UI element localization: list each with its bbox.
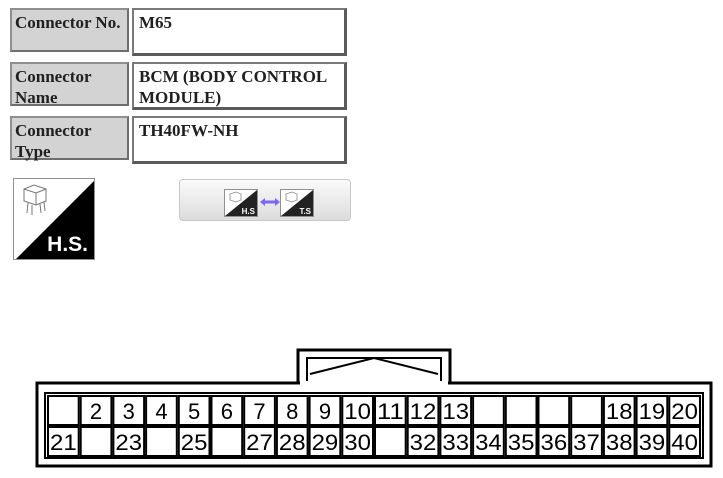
pin-number-label: 10 xyxy=(344,399,371,424)
pin-cavity xyxy=(177,395,211,426)
pin-cavity xyxy=(243,395,276,426)
pin-cavity xyxy=(47,426,80,457)
pin-number-label: 9 xyxy=(319,399,331,424)
pin-number-label: 18 xyxy=(606,399,633,424)
pin-cavity xyxy=(243,426,276,457)
pin-number-label: 40 xyxy=(671,430,698,455)
pin-cavity xyxy=(406,426,440,457)
pin-cavity xyxy=(668,426,701,457)
pin-cavity xyxy=(112,426,146,457)
ts-mini-label: T.S xyxy=(299,207,311,216)
connector-name-row: Connector Name BCM (BODY CONTROL MODULE) xyxy=(10,62,347,112)
pin-number-label: 6 xyxy=(221,399,233,424)
pin-cavity xyxy=(537,426,571,457)
pin-cavity xyxy=(275,426,309,457)
pin-cavity xyxy=(570,426,603,457)
hs-ts-view-toggle-button[interactable]: H.S T.S xyxy=(179,179,351,221)
hs-icon-label: H.S. xyxy=(47,233,88,256)
swap-arrow-icon xyxy=(260,198,280,206)
connector-type-value: TH40FW-NH xyxy=(132,116,347,164)
pin-cavity xyxy=(635,395,669,426)
pin-number-label: 4 xyxy=(155,399,167,424)
ts-mini-icon: T.S xyxy=(280,189,314,217)
pin-cavity xyxy=(504,426,538,457)
pin-cavity xyxy=(47,395,80,426)
pin-number-label: 28 xyxy=(279,430,306,455)
pin-number-label: 19 xyxy=(639,399,666,424)
connector-name-value: BCM (BODY CONTROL MODULE) xyxy=(132,62,347,110)
pin-cavity xyxy=(439,395,473,426)
pin-number-label: 3 xyxy=(123,399,135,424)
connector-type-row: Connector Type TH40FW-NH xyxy=(10,116,347,166)
connector-type-label: Connector Type xyxy=(10,116,129,161)
pin-cavity xyxy=(537,395,571,426)
pin-number-label: 5 xyxy=(188,399,200,424)
pin-cavity xyxy=(472,395,505,426)
pin-number-label: 32 xyxy=(410,430,437,455)
pin-cavity xyxy=(112,395,146,426)
pin-cavity xyxy=(504,395,538,426)
hs-mini-label: H.S xyxy=(241,207,255,216)
pin-number-label: 30 xyxy=(344,430,371,455)
pin-cavity xyxy=(341,395,374,426)
pin-cavity xyxy=(145,395,178,426)
connector-name-label: Connector Name xyxy=(10,62,129,107)
pin-cavity xyxy=(374,395,407,426)
pin-number-label: 34 xyxy=(475,430,502,455)
pin-number-label: 11 xyxy=(377,399,404,424)
pin-cavity xyxy=(145,426,178,457)
connector-latch xyxy=(296,348,452,388)
pin-number-label: 12 xyxy=(410,399,437,424)
pin-number-label: 37 xyxy=(573,430,600,455)
connector-no-value: M65 xyxy=(132,8,347,56)
hs-mini-icon: H.S xyxy=(224,189,258,217)
connector-info-table: Connector No. M65 Connector Name BCM (BO… xyxy=(10,8,347,170)
pin-cavity xyxy=(570,395,603,426)
pin-number-label: 35 xyxy=(508,430,535,455)
pin-number-label: 33 xyxy=(442,430,469,455)
pin-cavity xyxy=(635,426,669,457)
pin-number-label: 23 xyxy=(115,430,142,455)
pin-number-label: 29 xyxy=(312,430,339,455)
pin-cavity xyxy=(79,395,113,426)
pin-number-label: 13 xyxy=(442,399,469,424)
pin-cavity xyxy=(177,426,211,457)
pin-cavity xyxy=(308,395,342,426)
pin-cavity xyxy=(439,426,473,457)
pin-cavity xyxy=(406,395,440,426)
pin-cavity xyxy=(210,395,244,426)
pin-cavity xyxy=(602,395,636,426)
pin-number-label: 20 xyxy=(671,399,698,424)
pin-cavity xyxy=(275,395,309,426)
pin-cavity xyxy=(668,395,701,426)
pin-number-label: 25 xyxy=(181,430,208,455)
harness-side-icon: H.S. xyxy=(13,178,95,260)
pin-cavity xyxy=(602,426,636,457)
pin-number-label: 38 xyxy=(606,430,633,455)
connector-no-label: Connector No. xyxy=(10,8,129,52)
pin-cavity xyxy=(341,426,374,457)
pin-number-label: 39 xyxy=(639,430,666,455)
hs-icon-graphic xyxy=(16,181,94,259)
pin-cavity xyxy=(210,426,244,457)
pin-number-label: 7 xyxy=(253,399,265,424)
pin-cavity xyxy=(79,426,113,457)
pin-cavity xyxy=(374,426,407,457)
pin-number-label: 2 xyxy=(90,399,102,424)
connector-body-inner xyxy=(44,392,704,459)
pin-number-label: 27 xyxy=(246,430,273,455)
pin-number-label: 21 xyxy=(50,430,77,455)
pin-number-label: 8 xyxy=(286,399,298,424)
pin-cavity xyxy=(308,426,342,457)
connector-no-row: Connector No. M65 xyxy=(10,8,347,58)
pin-cavity xyxy=(472,426,505,457)
pin-number-label: 36 xyxy=(541,430,568,455)
connector-latch-chevron xyxy=(309,356,439,375)
latch-join-mask xyxy=(300,381,448,386)
